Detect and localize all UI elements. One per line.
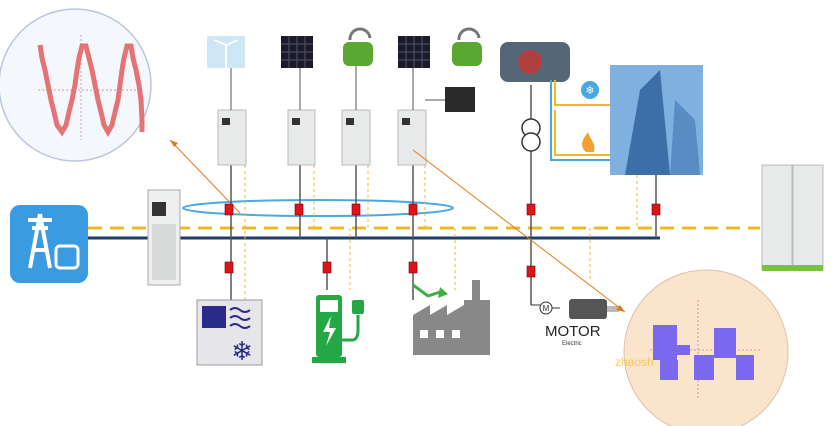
energy-storage-cabinet-icon (761, 164, 824, 271)
watermark: zhaosh (615, 355, 654, 369)
inverter-cabinet-icon (217, 109, 427, 166)
motor-symbol-icon: M (539, 301, 560, 315)
motor-icon (569, 299, 619, 319)
svg-text:❄: ❄ (585, 85, 594, 97)
harmonic-waveform (37, 43, 145, 138)
distorted-waveform-bubble (0, 8, 152, 162)
motor-label: MOTOR (545, 323, 601, 340)
motor-sublabel: Electric (562, 341, 582, 347)
corrected-waveform-bubble (623, 269, 789, 426)
svg-text:M: M (543, 304, 550, 313)
pointer-line-left (169, 139, 241, 214)
hvac-load-icon: ❄ (196, 299, 263, 366)
flame-icon (582, 132, 595, 152)
factory-icon (412, 280, 490, 355)
battery-icon (452, 27, 482, 66)
transformer-icon (521, 118, 541, 152)
breakers (224, 203, 661, 278)
ev-charger-icon (312, 295, 364, 363)
battery-pack-icon (425, 87, 475, 112)
svg-text:❄: ❄ (231, 336, 253, 366)
solar-panel-icon (281, 36, 313, 68)
wind-turbine-icon (207, 36, 245, 68)
svg-cabinet-icon (147, 189, 181, 286)
building-icon (610, 65, 703, 175)
solar-panel-icon (398, 36, 430, 68)
generator-icon (500, 42, 570, 82)
snowflake-icon: ❄ (581, 81, 599, 99)
pointer-line-right (412, 149, 626, 313)
battery-icon (343, 27, 373, 66)
power-grid-icon (10, 205, 88, 283)
measurement-ellipse (182, 199, 454, 217)
